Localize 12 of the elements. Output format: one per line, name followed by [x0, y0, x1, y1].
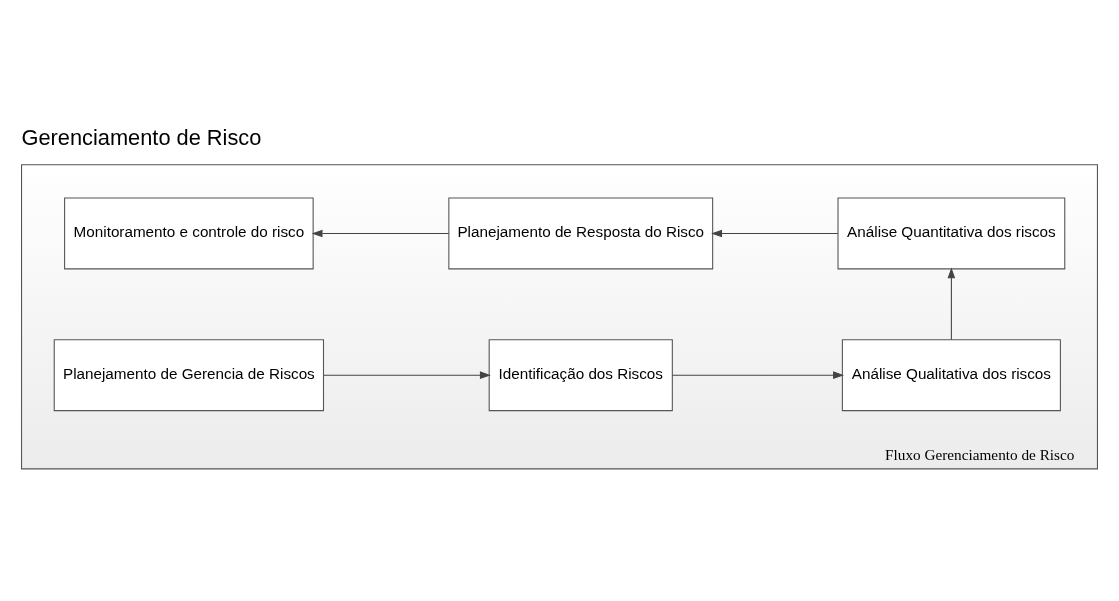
node-box: Identificação dos Riscos [488, 339, 673, 412]
node-box: Análise Qualitativa dos riscos [841, 339, 1061, 412]
node-box: Análise Quantitativa dos riscos [837, 197, 1066, 270]
diagram-title: Gerenciamento de Risco [21, 125, 262, 151]
arrow [311, 229, 450, 238]
node-box: Monitoramento e controle do risco [64, 197, 314, 270]
arrow [323, 371, 491, 379]
arrow [671, 371, 844, 379]
node-box: Planejamento de Gerencia de Riscos [53, 339, 325, 412]
node-box: Planejamento de Resposta do Risco [448, 197, 714, 270]
arrow [711, 229, 839, 238]
arrow [947, 267, 956, 340]
